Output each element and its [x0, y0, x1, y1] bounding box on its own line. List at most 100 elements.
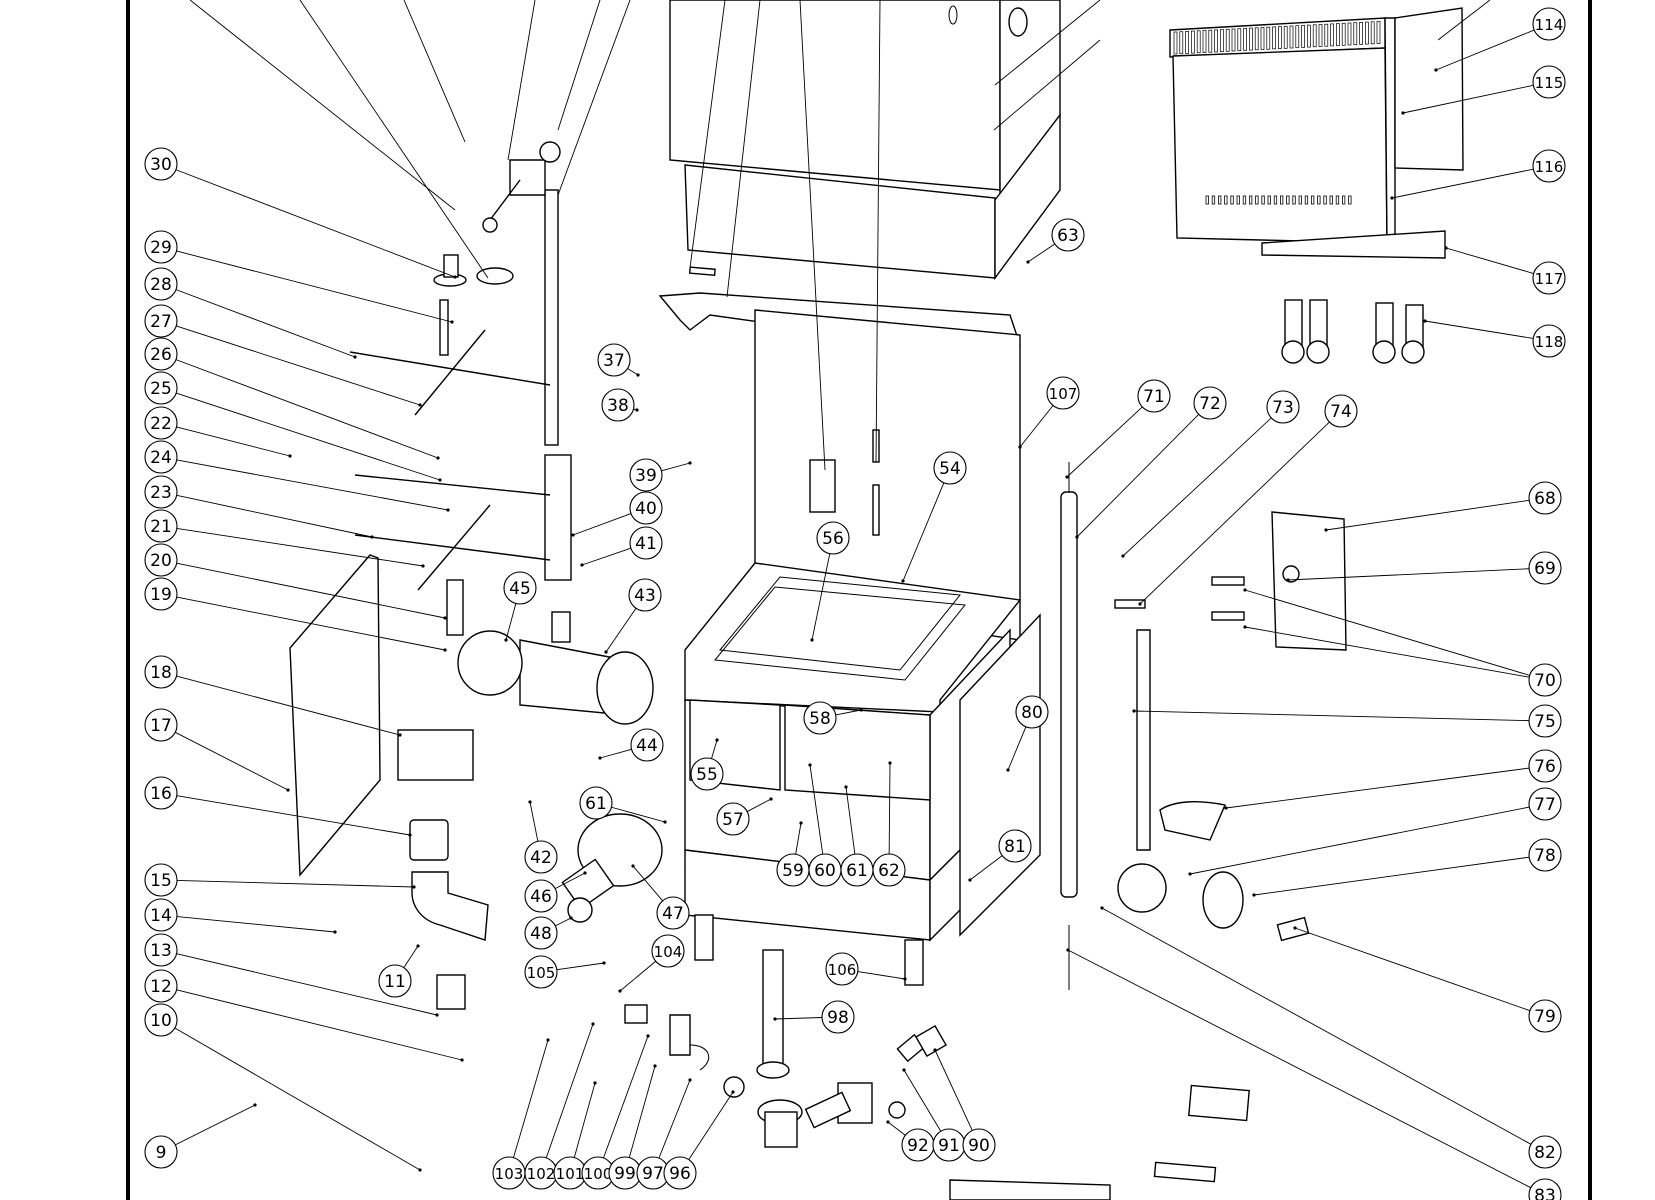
leader-arrowhead [416, 944, 420, 948]
grille-fin [1347, 22, 1352, 46]
callout-circle [1528, 481, 1562, 515]
leader-arrowhead [1006, 768, 1010, 772]
leader-arrowhead [253, 1103, 257, 1107]
callout-104: 104 [651, 934, 685, 968]
leader-line [545, 1023, 594, 1159]
leader-line [599, 748, 632, 759]
leader-line [581, 547, 632, 566]
leader-line [176, 953, 438, 1016]
callout-16: 16 [144, 776, 178, 810]
riser-pipe [544, 189, 559, 446]
callout-circle [144, 337, 178, 371]
grille-fin [1289, 25, 1294, 49]
leader-arrowhead [450, 320, 454, 324]
callout-number: 42 [530, 848, 552, 868]
leader-line [888, 762, 891, 855]
leader-arrowhead [1018, 445, 1022, 449]
callout-98: 98 [821, 1000, 855, 1034]
callout-29: 29 [144, 230, 178, 264]
grille-fin [1295, 25, 1300, 49]
leader-arrowhead [1100, 906, 1104, 910]
vent-slot [1335, 195, 1340, 205]
leader-arrowhead [412, 885, 416, 889]
callout-9: 9 [144, 1135, 178, 1169]
manifold-pipe [544, 454, 572, 581]
vent-slot [1224, 195, 1228, 205]
callout-circle [144, 1135, 178, 1169]
callout-number: 73 [1272, 398, 1294, 418]
callout-circle [1528, 704, 1562, 738]
callout-number: 38 [607, 396, 629, 416]
grille-fin [1220, 29, 1224, 52]
callout-number: 21 [150, 517, 172, 537]
leader-arrowhead [1188, 872, 1192, 876]
grille-fin [1208, 29, 1213, 53]
grille-fin [1249, 27, 1253, 51]
callout-number: 61 [846, 861, 868, 881]
callout-circle [629, 526, 663, 560]
grille-fin [1307, 24, 1311, 48]
callout-circle [144, 230, 178, 264]
leader-arrowhead [418, 403, 422, 407]
leader-arrowhead [1401, 111, 1405, 115]
callout-circle [144, 304, 178, 338]
callout-number: 71 [1143, 387, 1165, 407]
callout-number: 107 [1049, 385, 1078, 403]
callout-circle [651, 934, 685, 968]
callout-number: 10 [150, 1011, 172, 1031]
leader-arrowhead [618, 989, 622, 993]
sheet-border-right [1588, 0, 1592, 1200]
callout-circle [1137, 379, 1171, 413]
callout-number: 106 [828, 961, 857, 979]
wash-arms [349, 141, 561, 636]
callout-number: 25 [150, 379, 172, 399]
heat-exchanger-assembly [1169, 7, 1464, 259]
callout-118: 118 [1532, 324, 1566, 358]
callout-number: 47 [662, 904, 684, 924]
vent-slot [1211, 195, 1216, 205]
leader-line [1244, 589, 1530, 676]
leader-line [658, 1079, 691, 1159]
callout-circle [1532, 65, 1566, 99]
callout-circle [378, 964, 412, 998]
callout-74: 74 [1324, 394, 1358, 428]
leader-line [176, 879, 415, 888]
callout-13: 13 [144, 933, 178, 967]
leader-arrowhead [598, 756, 602, 760]
vent-slot [1311, 195, 1315, 205]
callout-number: 114 [1535, 16, 1564, 34]
grille-fin [1196, 30, 1201, 54]
callout-circle [1324, 394, 1358, 428]
grille-fin [1231, 28, 1236, 52]
callout-106: 106 [825, 952, 859, 986]
leader-arrowhead [446, 508, 450, 512]
leader-line [774, 1017, 823, 1020]
grille-fin [1370, 21, 1375, 45]
wash-pump-motor [457, 611, 654, 725]
callout-circle [629, 491, 663, 525]
vent-slot [1280, 195, 1284, 205]
leader-arrowhead [421, 564, 425, 568]
callout-number: 58 [809, 709, 831, 729]
callout-circle [716, 802, 750, 836]
callout-circle [1051, 218, 1085, 252]
leader-line [1287, 568, 1530, 581]
leader-line [174, 1027, 421, 1171]
callout-81: 81 [998, 829, 1032, 863]
callout-90: 90 [962, 1128, 996, 1162]
leader-arrowhead [636, 373, 640, 377]
leader-arrowhead [333, 930, 337, 934]
callout-bubbles: 3029282726252224232120191817161514131210… [144, 7, 1566, 1200]
grille-fin [1283, 25, 1288, 49]
callout-number: 78 [1534, 846, 1556, 866]
callout-number: 75 [1534, 712, 1556, 732]
callout-circle [816, 521, 850, 555]
leader-arrowhead [1390, 196, 1394, 200]
callout-circle [524, 916, 558, 950]
callout-number: 44 [636, 736, 658, 756]
callout-60: 60 [808, 853, 842, 887]
callout-10: 10 [144, 1003, 178, 1037]
callout-115: 115 [1532, 65, 1566, 99]
callout-circle [1528, 749, 1562, 783]
